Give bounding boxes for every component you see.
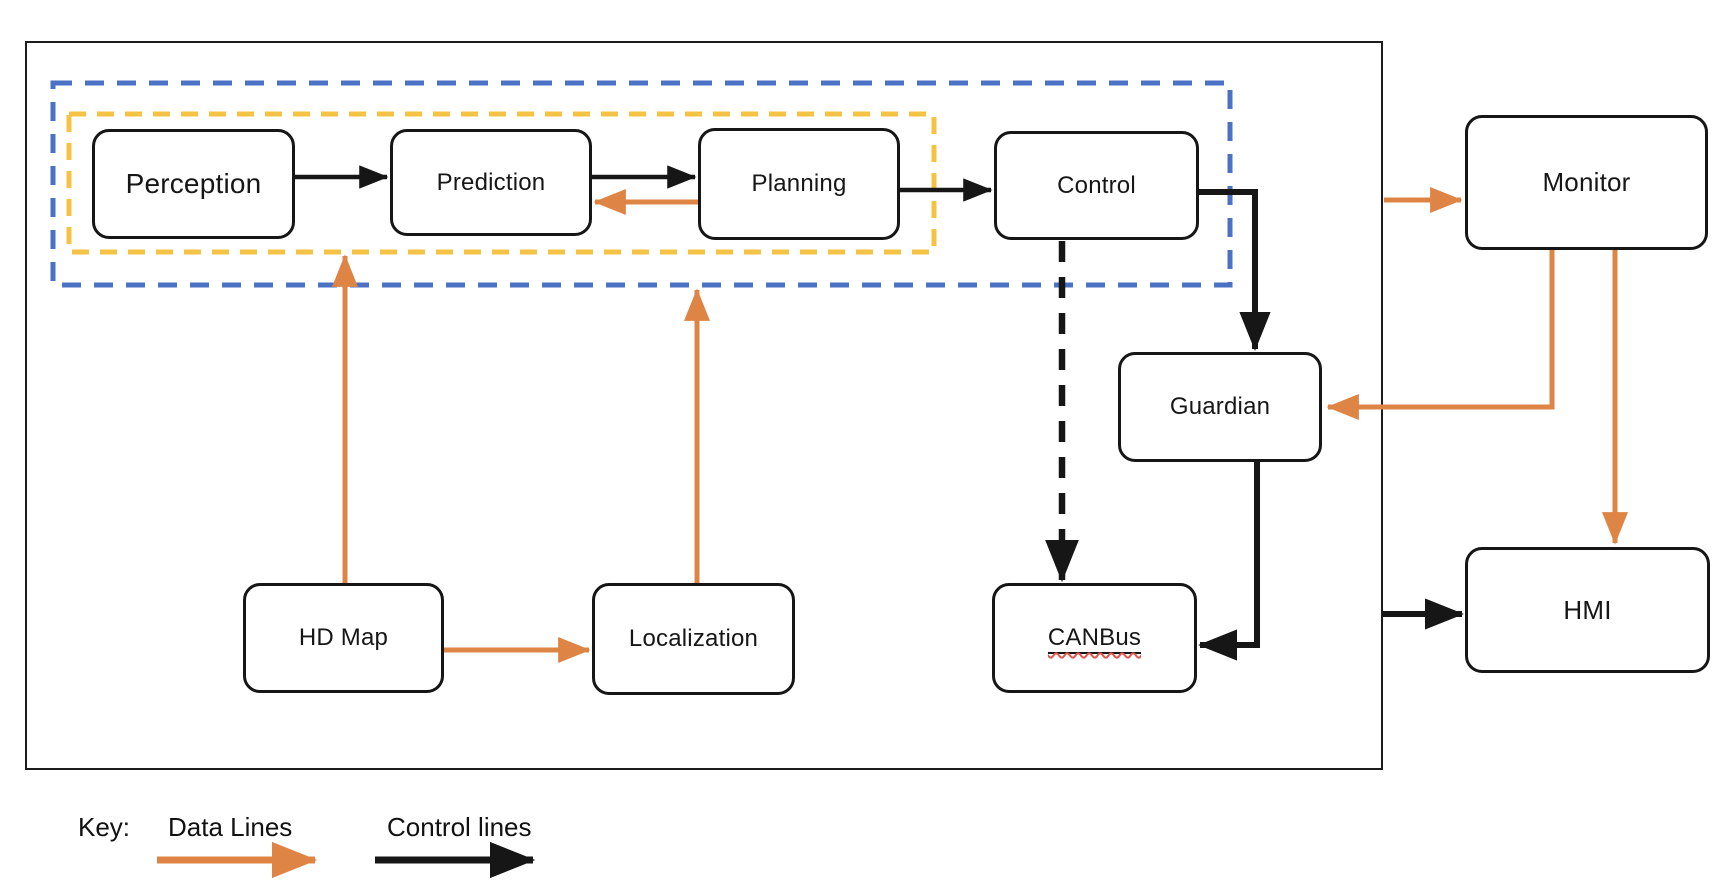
node-perception-label: Perception [125, 168, 262, 199]
node-hmi-label: HMI [1563, 594, 1612, 625]
node-control-label: Control [1057, 171, 1136, 199]
node-monitor: Monitor [1465, 115, 1708, 250]
node-prediction: Prediction [390, 129, 592, 236]
node-guardian-label: Guardian [1169, 393, 1271, 420]
node-hmi: HMI [1465, 547, 1710, 673]
node-control: Control [994, 131, 1199, 240]
node-canbus: CANBus [992, 583, 1197, 693]
node-hdmap-label: HD Map [298, 624, 389, 651]
key-data-lines-label: Data Lines [168, 812, 293, 842]
node-canbus-label: CANBus [1047, 624, 1142, 654]
node-planning: Planning [698, 128, 900, 240]
spellcheck-underline: CANBus [1047, 624, 1142, 654]
key-control-lines-label: Control lines [387, 812, 532, 842]
node-monitor-label: Monitor [1542, 167, 1631, 197]
node-hdmap: HD Map [243, 583, 444, 693]
key-title: Key: [78, 812, 131, 842]
node-planning-label: Planning [751, 170, 847, 197]
node-prediction-label: Prediction [436, 168, 546, 196]
node-localization-label: Localization [628, 625, 759, 652]
node-localization: Localization [592, 583, 795, 695]
node-guardian: Guardian [1118, 352, 1322, 462]
node-perception: Perception [92, 129, 295, 239]
